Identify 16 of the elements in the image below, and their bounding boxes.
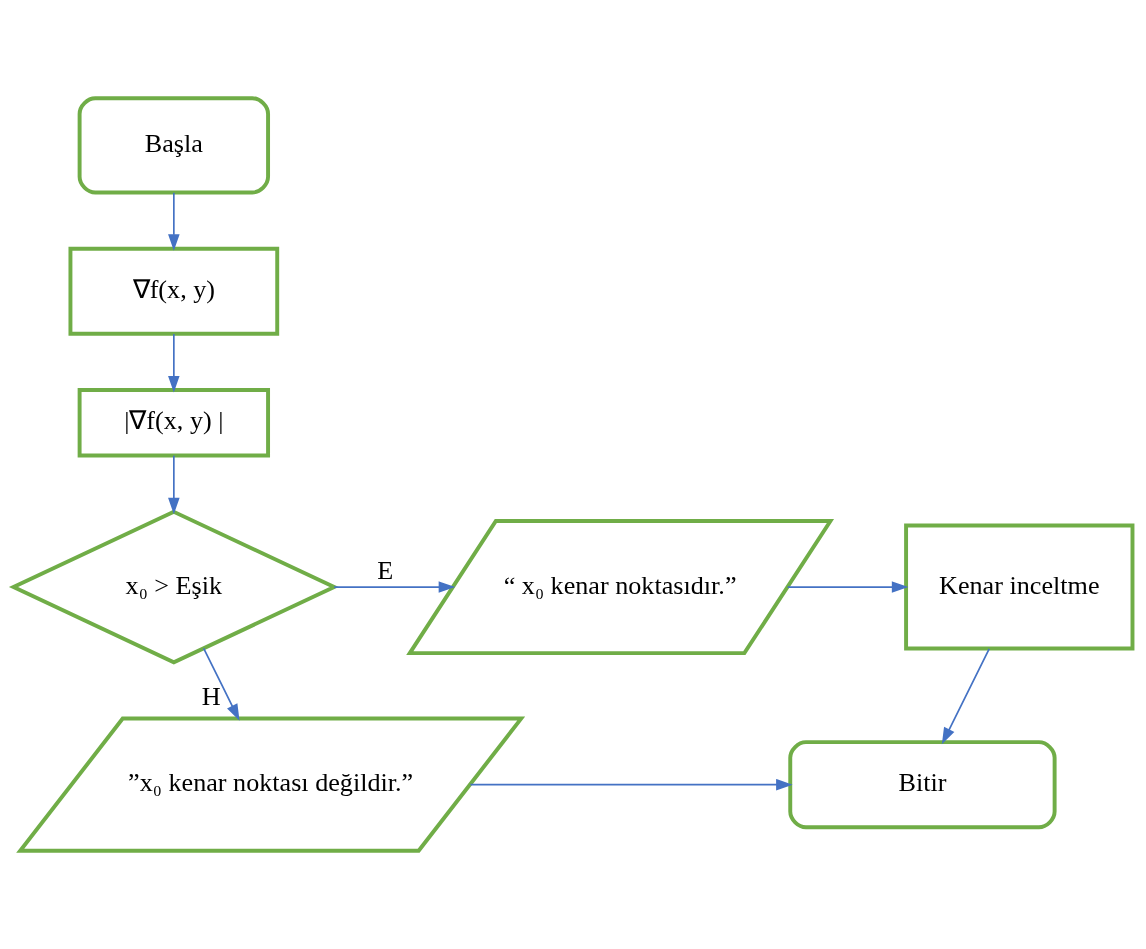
- node-box: ∇f(x, y): [68, 246, 280, 336]
- arrow: [941, 648, 990, 745]
- node-box: Kenar inceltme: [904, 523, 1135, 651]
- arrow: [168, 333, 180, 393]
- node-box: |∇f(x, y) |: [77, 388, 271, 458]
- arrow: [786, 581, 909, 593]
- arrow: [333, 581, 456, 593]
- arrow: [168, 191, 180, 251]
- node-diamond: x₀ > Eşik: [8, 509, 339, 665]
- node-box: Bitir: [788, 740, 1057, 830]
- edge-label: E: [377, 556, 394, 586]
- arrow: [202, 647, 240, 721]
- node-box: Başla: [77, 96, 271, 195]
- edge-label: H: [201, 681, 221, 711]
- arrow: [469, 778, 793, 791]
- arrow: [168, 454, 180, 515]
